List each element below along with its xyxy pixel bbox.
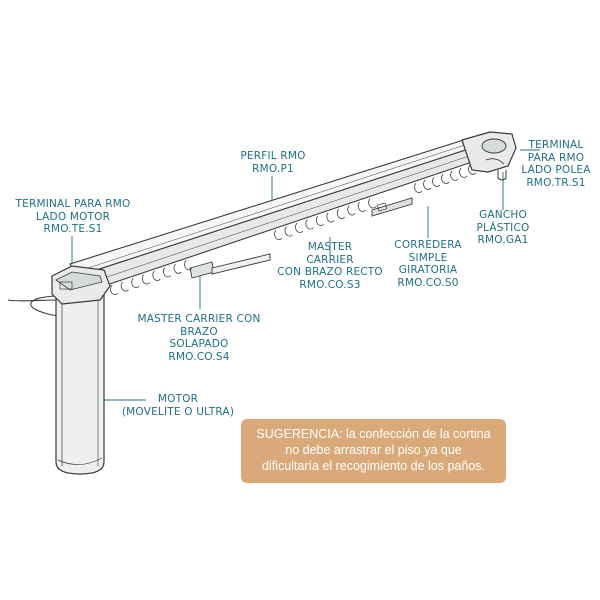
leader-lines (71, 149, 540, 401)
label-terminal-polea: TERMINAL PARA RMO LADO POLEA RMO.TR.S1 (516, 139, 596, 189)
label-line: RMO.CO.S0 (397, 276, 459, 289)
glider (326, 212, 335, 223)
glider (294, 222, 304, 234)
glider (450, 170, 459, 181)
glider (432, 176, 441, 187)
pulley-end-terminal (461, 131, 517, 173)
glider (110, 285, 119, 296)
master-carrier-straight-arm (371, 197, 413, 217)
master-carrier-overlap-arm (189, 253, 271, 279)
label-line: LADO MOTOR (35, 210, 111, 223)
label-line: CARRIER (306, 253, 354, 266)
label-line: RMO.TE.S1 (43, 223, 103, 235)
label-line: CON BRAZO RECTO (277, 266, 383, 278)
label-perfil: PERFIL RMO RMO.P1 (232, 150, 314, 175)
note-line: dificultaría el recogimiento de los paño… (261, 459, 486, 473)
label-line: LADO POLEA (521, 164, 591, 176)
glider (120, 281, 129, 292)
label-line: GANCHO (479, 209, 527, 221)
glider (152, 270, 161, 281)
plastic-hook (497, 170, 507, 181)
glider (315, 215, 325, 227)
glider (468, 164, 477, 175)
label-master-recto: MASTER CARRIER CON BRAZO RECTO RMO.CO.S3 (272, 241, 388, 291)
label-line: PARA RMO (527, 151, 585, 164)
label-master-solapado: MASTER CARRIER CON BRAZO SOLAPADO RMO.CO… (134, 313, 264, 363)
label-line: MASTER (307, 241, 353, 253)
note-line: no debe arrastrar el piso ya que (285, 443, 462, 457)
label-gancho: GANCHO PLÁSTICO RMO.GA1 (462, 209, 544, 247)
glider (347, 205, 356, 216)
power-cable (7, 299, 61, 302)
glider (131, 277, 140, 289)
label-line: TERMINAL PARA RMO (15, 198, 131, 210)
glider (162, 267, 172, 278)
label-line: RMO.TR.S1 (526, 176, 586, 189)
label-line: PERFIL RMO (240, 150, 306, 162)
label-motor: MOTOR (MOVELITE O ULTRA) (116, 393, 240, 418)
glider (284, 226, 293, 237)
glider (336, 208, 345, 219)
label-line: RMO.CO.S4 (168, 350, 230, 363)
label-terminal-motor: TERMINAL PARA RMO LADO MOTOR RMO.TE.S1 (8, 198, 138, 236)
label-line: BRAZO (180, 325, 218, 338)
glider (274, 229, 283, 241)
motor-end-terminal (51, 265, 111, 305)
glider (184, 260, 193, 271)
label-line: PLÁSTICO (476, 221, 530, 234)
label-line: RMO.GA1 (477, 234, 529, 246)
label-line: RMO.P1 (252, 162, 294, 175)
glider (423, 179, 432, 190)
glider (305, 219, 314, 230)
label-line: SIMPLE (408, 251, 448, 264)
glider (414, 182, 423, 194)
label-line: MASTER CARRIER CON (137, 313, 261, 325)
label-line: TERMINAL (528, 139, 584, 151)
note-line: SUGERENCIA: la confección de la cortina (256, 427, 491, 441)
label-corredera: CORREDERA SIMPLE GIRATORIA RMO.CO.S0 (386, 239, 470, 289)
glider (141, 274, 150, 285)
glider (459, 167, 468, 178)
label-line: MOTOR (157, 393, 199, 405)
label-line: SOLAPADO (169, 338, 229, 350)
glider (357, 201, 366, 212)
motor-tube (55, 291, 105, 475)
glider (173, 263, 182, 274)
glider (441, 173, 450, 184)
label-line: CORREDERA (394, 239, 462, 251)
label-line: RMO.CO.S3 (299, 278, 361, 291)
label-line: (MOVELITE O ULTRA) (121, 405, 235, 418)
glider (368, 198, 377, 209)
label-line: GIRATORIA (398, 264, 458, 276)
swivel-gliders (110, 164, 477, 296)
suggestion-note: SUGERENCIA: la confección de la cortina … (241, 419, 506, 483)
